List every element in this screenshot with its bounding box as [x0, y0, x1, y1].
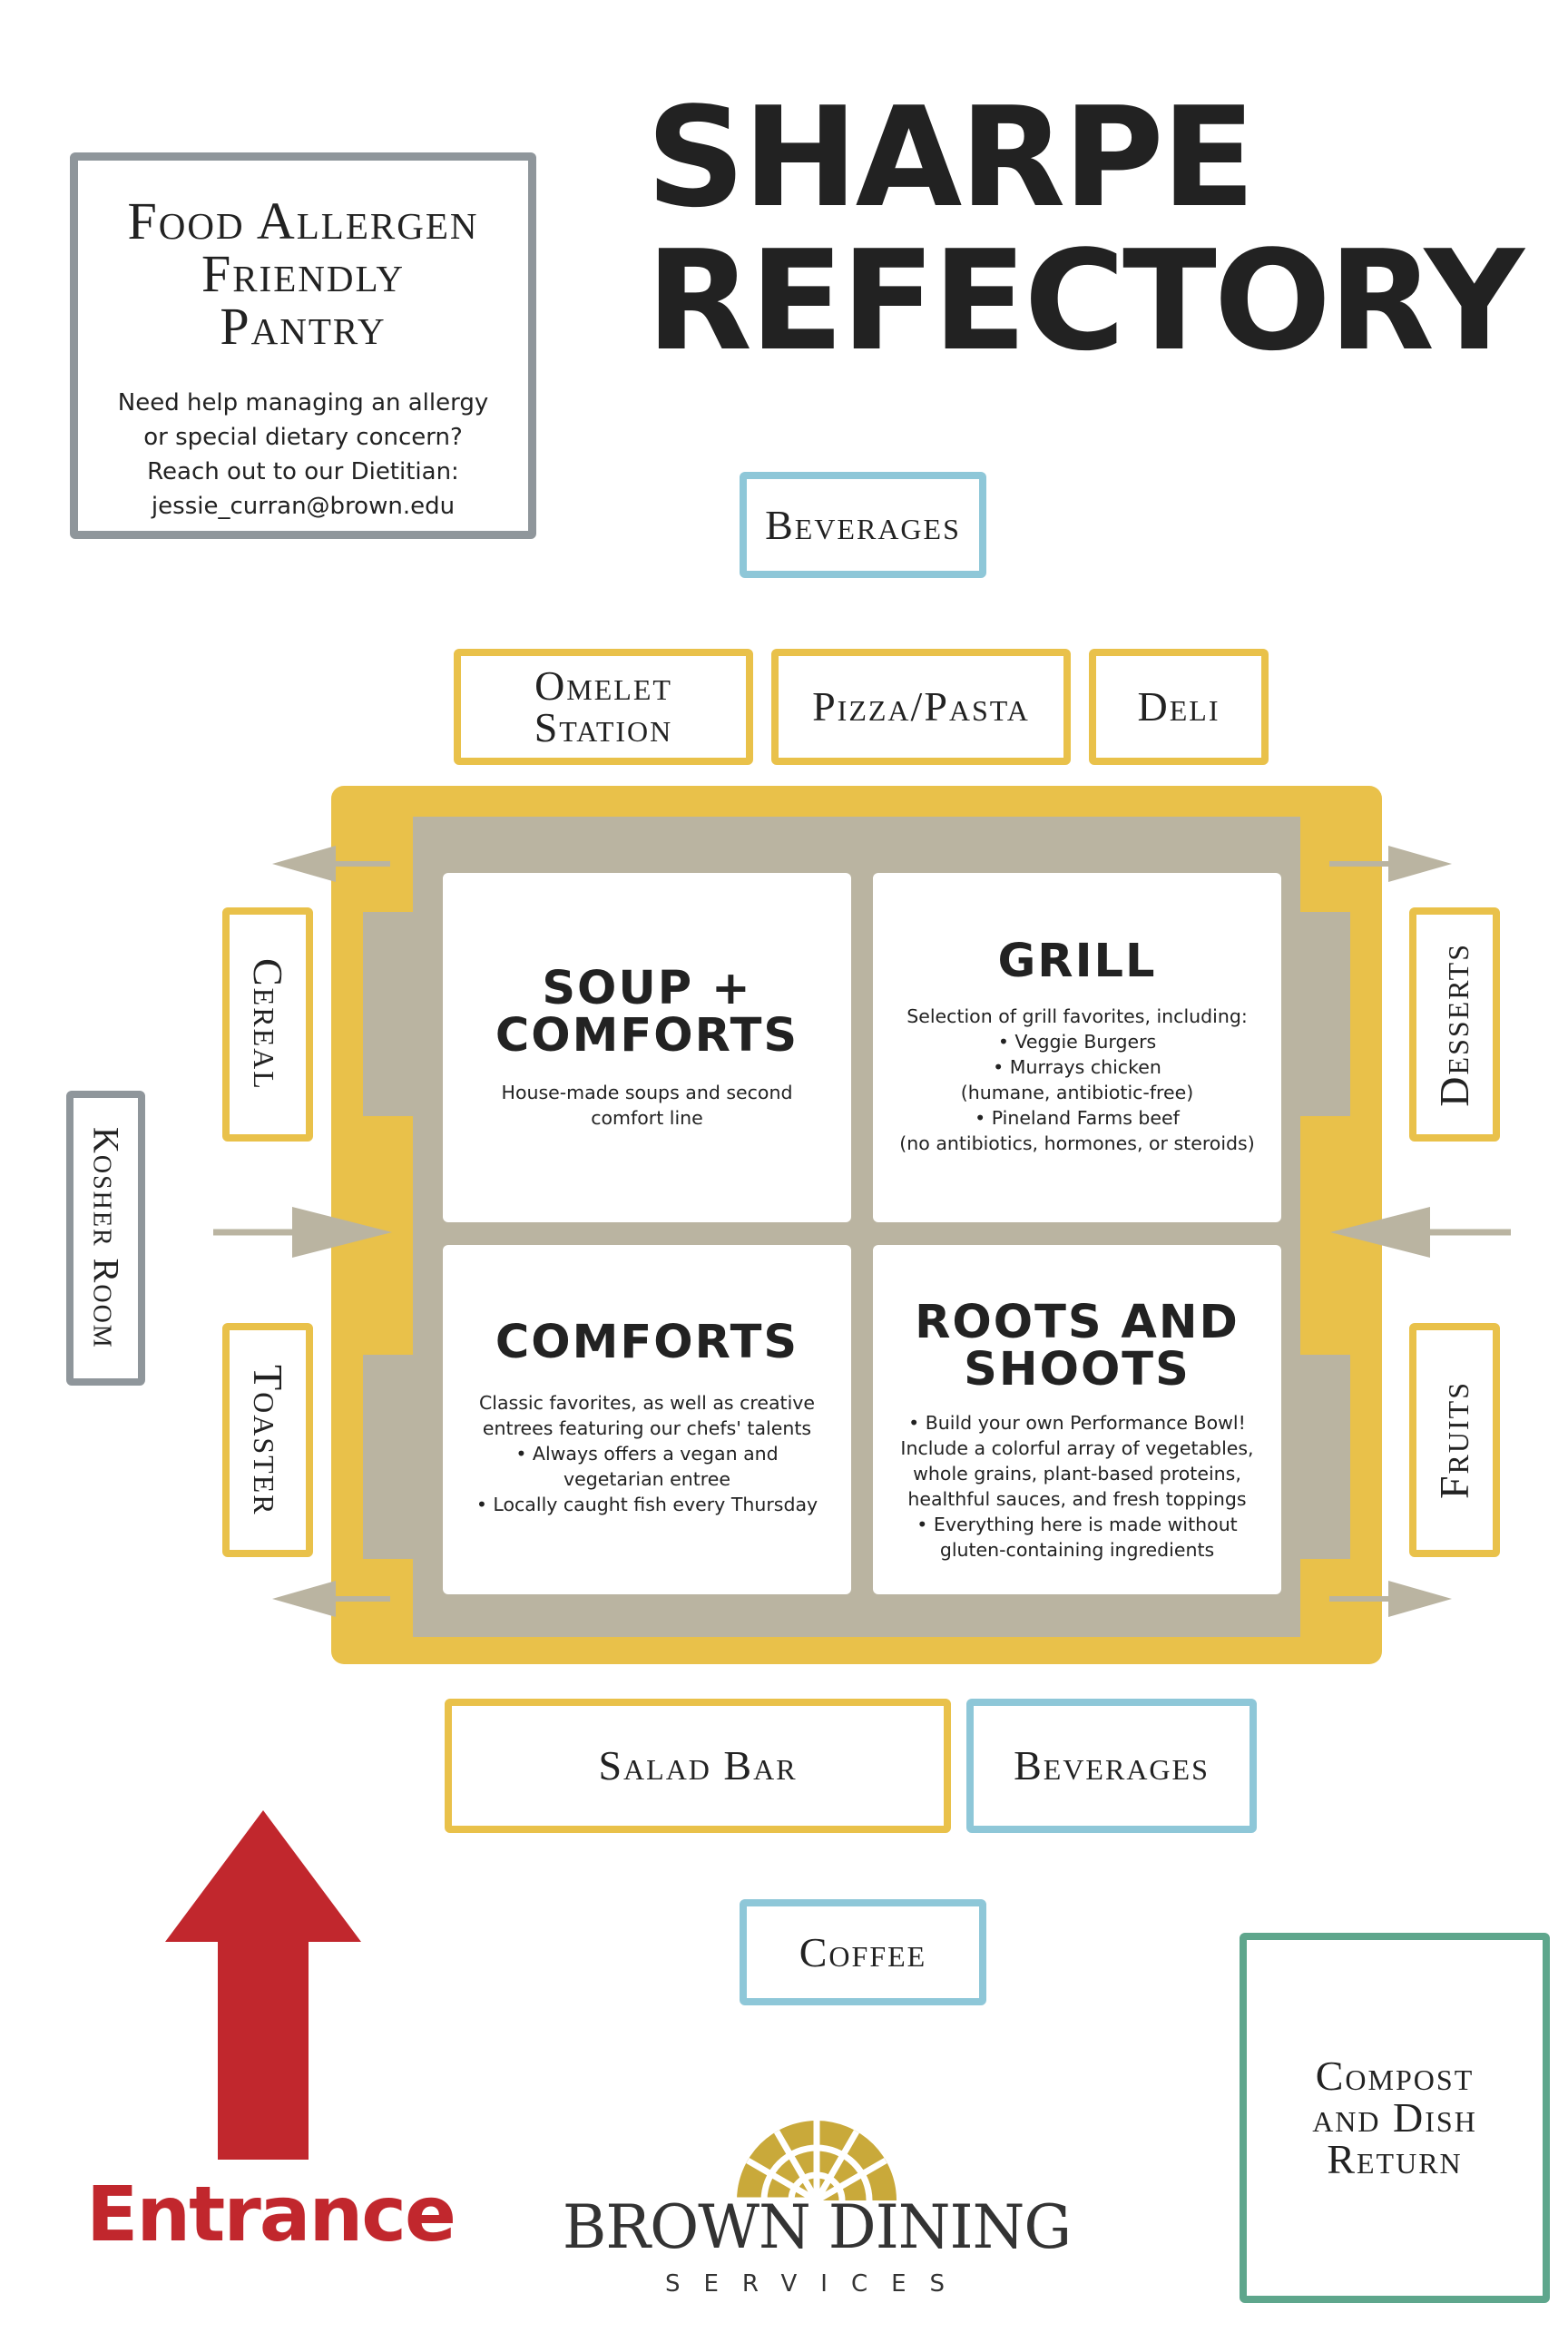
station-label: Desserts	[1431, 942, 1477, 1107]
station-label: Beverages	[765, 501, 961, 548]
station-label: Pizza/Pasta	[812, 683, 1030, 730]
pantry-title-line: Food Allergen	[127, 191, 479, 250]
card-title-line: SHOOTS	[964, 1343, 1191, 1396]
station-salad-bar: Salad Bar	[445, 1699, 951, 1833]
station-omelet: Omelet Station	[454, 649, 753, 765]
card-description-line: (humane, antibiotic-free)	[960, 1082, 1194, 1103]
card-description-line: • Everything here is made without	[916, 1514, 1238, 1535]
station-label-line: Compost	[1315, 2053, 1475, 2099]
card-description: Classic favorites, as well as creative e…	[443, 1390, 851, 1517]
station-toaster: Toaster	[222, 1323, 313, 1557]
card-description-line: gluten-containing ingredients	[939, 1539, 1215, 1561]
serving-area-notch	[1296, 1355, 1350, 1559]
card-description-line: • Locally caught fish every Thursday	[475, 1494, 818, 1515]
serving-area-notch	[1296, 912, 1350, 1116]
station-label: Compost and Dish Return	[1312, 2055, 1477, 2180]
pantry-text-line: or special dietary concern?	[143, 424, 463, 451]
card-title: COMFORTS	[443, 1319, 851, 1367]
station-label: Kosher Room	[85, 1127, 127, 1349]
card-description: Selection of grill favorites, including:…	[873, 1004, 1281, 1156]
logo-name: BROWN DINING	[562, 2192, 1072, 2262]
entrance-label: Entrance	[86, 2170, 456, 2259]
station-label: Cereal	[245, 958, 291, 1091]
card-title: GRILL	[873, 938, 1281, 985]
logo-sub: SERVICES	[664, 2270, 969, 2298]
arrow-right-icon	[1329, 846, 1452, 882]
station-label: Deli	[1137, 683, 1220, 730]
card-description-line: healthful sauces, and fresh toppings	[907, 1488, 1247, 1510]
station-label-line: Omelet	[534, 662, 672, 709]
pantry-title-line: Friendly	[201, 244, 406, 303]
card-roots-shoots: ROOTS AND SHOOTS • Build your own Perfor…	[873, 1245, 1281, 1594]
arrow-left-icon	[272, 846, 390, 882]
station-label-line: and Dish	[1312, 2094, 1477, 2141]
card-description-line: • Always offers a vegan and	[515, 1443, 779, 1465]
card-description-line: Selection of grill favorites, including:	[906, 1005, 1248, 1027]
station-label-line: Station	[534, 704, 673, 750]
station-beverages-bottom: Beverages	[966, 1699, 1257, 1833]
card-title-line: ROOTS AND	[915, 1296, 1240, 1349]
card-title-line: COMFORTS	[495, 1316, 799, 1369]
station-beverages-top: Beverages	[740, 472, 986, 578]
card-description-line: Classic favorites, as well as creative	[478, 1392, 816, 1414]
page-title: SHARPE REFECTORY	[646, 86, 1553, 373]
card-description-line: • Build your own Performance Bowl!	[908, 1412, 1246, 1434]
pantry-title-line: Pantry	[220, 297, 387, 356]
pantry-title: Food Allergen Friendly Pantry	[78, 195, 528, 353]
arrow-right-icon	[213, 1207, 392, 1258]
serving-area-notch	[363, 912, 417, 1116]
title-line-2: REFECTORY	[646, 220, 1524, 381]
card-description-line: vegetarian entree	[563, 1468, 730, 1490]
station-coffee: Coffee	[740, 1899, 986, 2005]
station-label: Beverages	[1014, 1742, 1210, 1788]
card-title: ROOTS AND SHOOTS	[873, 1299, 1281, 1394]
station-desserts: Desserts	[1409, 907, 1500, 1142]
station-fruits: Fruits	[1409, 1323, 1500, 1557]
pantry-text-line: Reach out to our Dietitian:	[147, 458, 459, 485]
card-description-line: • Pineland Farms beef	[975, 1107, 1180, 1129]
logo-fan-lines	[737, 2121, 887, 2204]
card-title: SOUP + COMFORTS	[443, 965, 851, 1060]
station-deli: Deli	[1089, 649, 1269, 765]
station-label-line: Return	[1327, 2136, 1463, 2182]
station-label: Coffee	[799, 1928, 927, 1975]
card-title-line: COMFORTS	[495, 1009, 799, 1063]
station-label: Fruits	[1431, 1380, 1477, 1500]
card-title-line: SOUP +	[542, 962, 752, 1015]
station-label: Salad Bar	[598, 1742, 798, 1788]
station-label: Omelet Station	[534, 665, 673, 749]
kosher-room: Kosher Room	[66, 1091, 145, 1386]
card-description-line: • Murrays chicken	[993, 1056, 1161, 1078]
card-description-line: • Veggie Burgers	[997, 1031, 1157, 1053]
arrow-left-icon	[1330, 1207, 1511, 1258]
card-description-line: whole grains, plant-based proteins,	[913, 1463, 1241, 1485]
station-pizza-pasta: Pizza/Pasta	[771, 649, 1071, 765]
entrance-arrow-icon	[165, 1810, 361, 2160]
dietitian-email[interactable]: jessie_curran@brown.edu	[151, 493, 456, 520]
station-label: Toaster	[245, 1364, 291, 1516]
card-description-line: entrees featuring our chefs' talents	[482, 1417, 812, 1439]
card-soup-comforts: SOUP + COMFORTS House-made soups and sec…	[443, 873, 851, 1222]
card-description-line: House-made soups and second	[501, 1082, 793, 1103]
title-line-1: SHARPE	[646, 77, 1256, 238]
card-title-line: GRILL	[997, 935, 1157, 988]
card-comforts: COMFORTS Classic favorites, as well as c…	[443, 1245, 851, 1594]
pantry-text-line: Need help managing an allergy	[117, 389, 489, 416]
arrow-left-icon	[272, 1581, 390, 1617]
card-description-line: (no antibiotics, hormones, or steroids)	[899, 1132, 1255, 1154]
pantry-text: Need help managing an allergy or special…	[78, 386, 528, 524]
arrow-right-icon	[1329, 1581, 1452, 1617]
card-description-line: Include a colorful array of vegetables,	[900, 1437, 1254, 1459]
card-description-line: comfort line	[591, 1107, 703, 1129]
serving-area-notch	[363, 1355, 417, 1559]
card-description: • Build your own Performance Bowl! Inclu…	[873, 1410, 1281, 1563]
card-grill: GRILL Selection of grill favorites, incl…	[873, 873, 1281, 1222]
card-description: House-made soups and second comfort line	[443, 1080, 851, 1131]
station-cereal: Cereal	[222, 907, 313, 1142]
compost-dish-return: Compost and Dish Return	[1240, 1933, 1550, 2303]
allergen-pantry-box: Food Allergen Friendly Pantry Need help …	[70, 152, 536, 539]
